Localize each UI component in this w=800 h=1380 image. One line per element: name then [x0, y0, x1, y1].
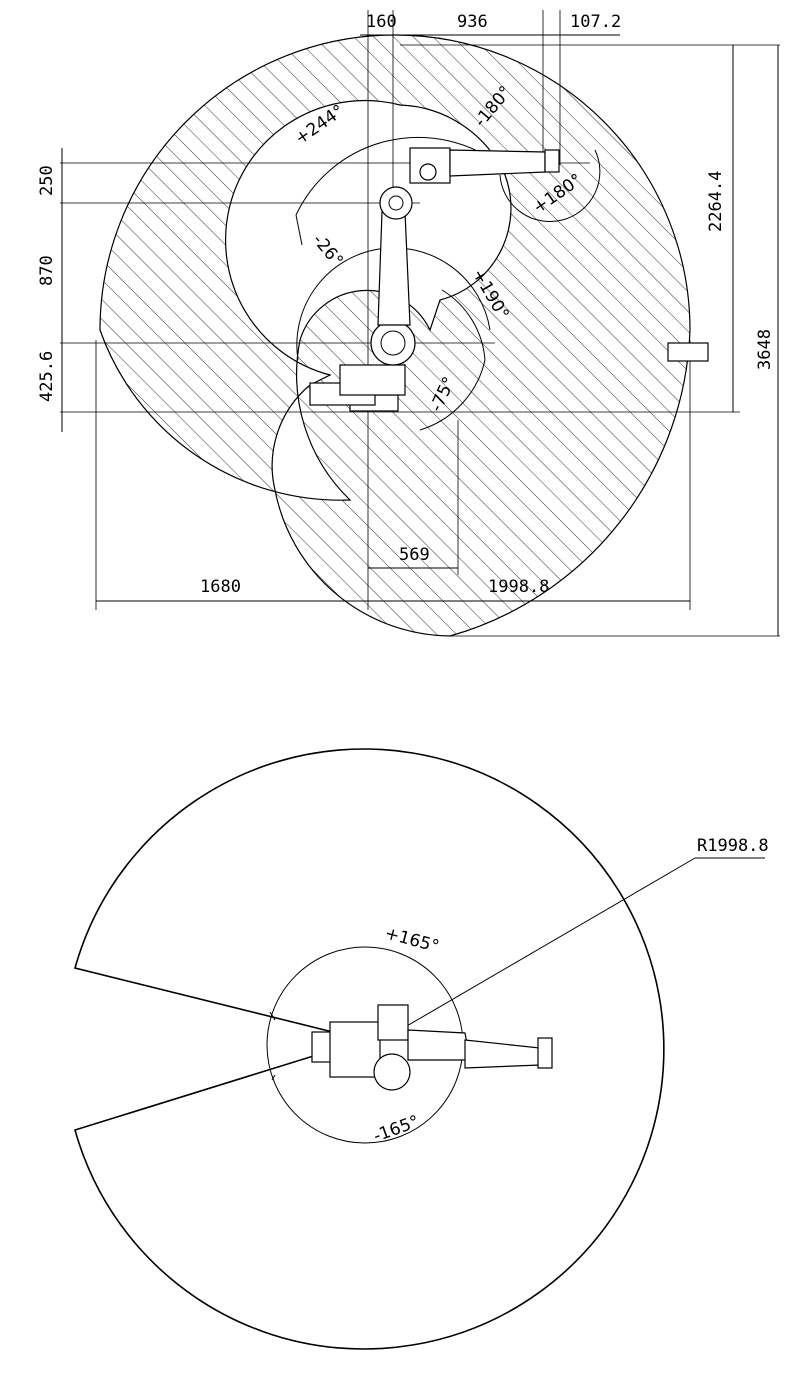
rotation-label-minus: -165° — [371, 1112, 422, 1147]
rotation-label-plus: +165° — [383, 924, 441, 958]
dim-label-107-2: 107.2 — [570, 12, 621, 32]
robot-side-view — [309, 147, 709, 412]
robot-top-base — [329, 1021, 381, 1078]
j2-arc-minus — [295, 214, 303, 246]
dim-label-425-6: 425.6 — [37, 351, 57, 402]
robot-top-wrist — [537, 1037, 553, 1069]
robot-top-rear — [311, 1031, 333, 1063]
robot-base-body — [339, 364, 406, 396]
rotation-arrow-minus — [271, 1074, 276, 1081]
angle-label-j2-minus: -26° — [308, 230, 347, 271]
dim-label-160: 160 — [366, 12, 397, 32]
j3-arc — [419, 289, 486, 431]
robot-forearm — [449, 149, 546, 177]
base-arc — [296, 247, 491, 361]
robot-j2-joint — [370, 320, 416, 366]
robot-wrist — [544, 149, 560, 173]
j4-circle-arc — [499, 149, 601, 223]
top-view: R1998.8 +165° -165° — [74, 748, 769, 1350]
robot-top-forearm — [464, 1039, 541, 1069]
robot-j3-inner — [388, 195, 404, 211]
radius-label: R1998.8 — [697, 836, 769, 856]
dim-label-1680: 1680 — [200, 577, 241, 597]
robot-top-shoulder — [377, 1004, 409, 1041]
robot-j2-inner — [380, 330, 406, 356]
robot-tool-at-reach — [667, 342, 709, 362]
dim-label-936: 936 — [457, 12, 488, 32]
robot-lower-arm — [377, 211, 411, 326]
dim-label-3648: 3648 — [755, 329, 775, 370]
dim-label-870: 870 — [37, 255, 57, 286]
robot-top-upper-arm — [407, 1029, 471, 1061]
dim-label-250: 250 — [37, 165, 57, 196]
dim-label-1998-8: 1998.8 — [488, 577, 549, 597]
dim-label-569: 569 — [399, 545, 430, 565]
robot-top-view — [311, 1004, 553, 1091]
robot-top-motor — [373, 1053, 411, 1091]
dim-label-2264-4: 2264.4 — [706, 171, 726, 232]
radius-leader-line — [399, 857, 696, 1031]
rotation-arrow-plus — [269, 1011, 276, 1021]
j2-arc-large — [295, 136, 501, 216]
rotation-envelope — [74, 748, 665, 1350]
robot-j3-joint — [379, 186, 413, 220]
side-view: 160 936 107.2 250 870 425.6 2264.4 3648 … — [37, 10, 780, 637]
robot-forearm-motor — [419, 163, 437, 181]
